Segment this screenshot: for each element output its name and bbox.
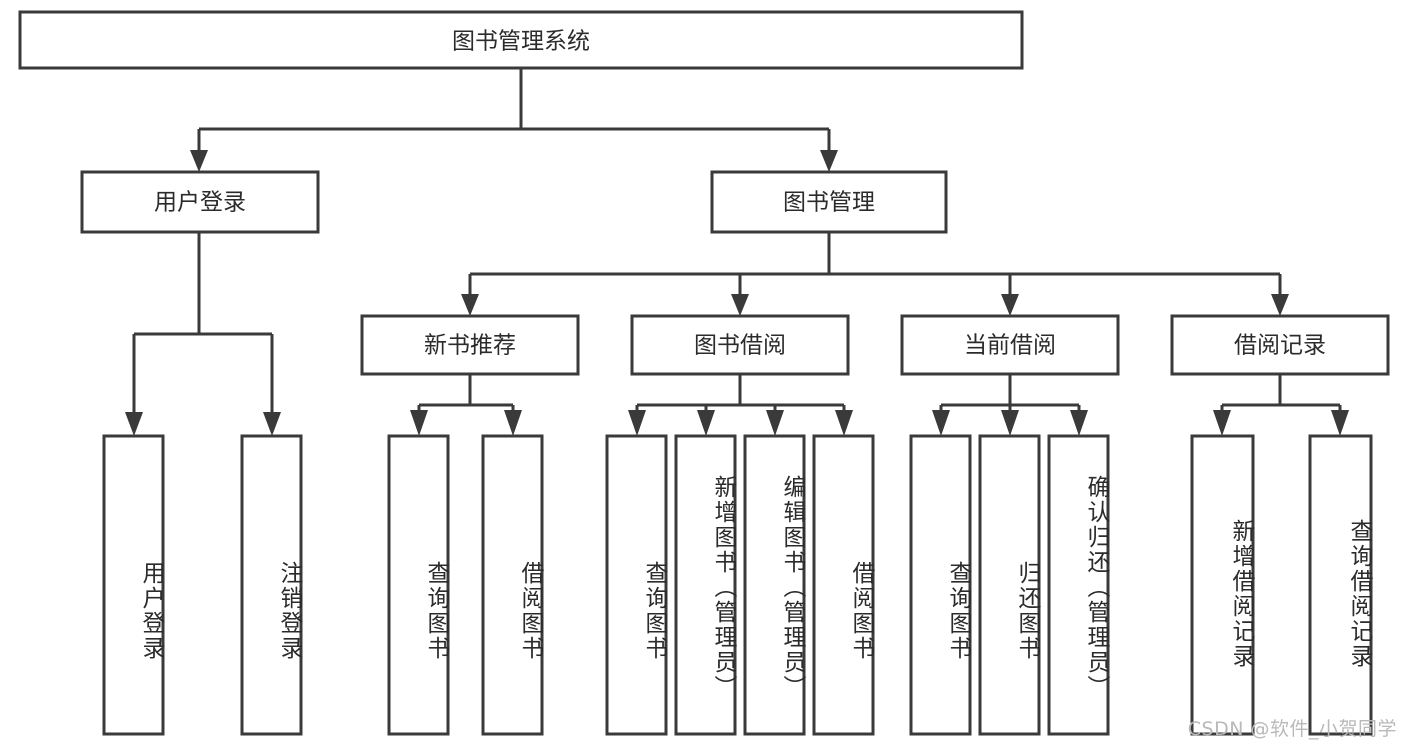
leaf-label-cb-2: 归还图书 [1014,561,1040,661]
leaf-box-br-1[interactable] [1190,434,1255,736]
leaf-box-cb-3[interactable] [1047,434,1110,736]
node-root-label: 图书管理系统 [452,29,590,55]
node-borrow-record[interactable]: 借阅记录 [1170,314,1390,376]
arrow-to-leaf-cb-3 [1070,410,1088,436]
node-book-manage[interactable]: 图书管理 [710,170,948,234]
leaf-box-user-login-1[interactable] [102,434,165,736]
node-book-borrow[interactable]: 图书借阅 [630,314,850,376]
node-root[interactable]: 图书管理系统 [18,10,1024,70]
node-user-login-label: 用户登录 [154,190,246,216]
arrow-to-leaf-bb-3 [766,410,784,436]
arrow-to-user-login [190,150,208,172]
leaf-box-bb-2[interactable] [674,434,737,736]
leaf-label-bb-2: 新增图书（管理员） [710,474,736,700]
arrow-to-current-borrow [1001,294,1019,316]
node-book-borrow-box [630,314,850,376]
leaf-label-br-1: 新增借阅记录 [1228,518,1254,669]
arrow-to-leaf-user-login-1 [125,412,143,436]
leaf-box-nbr-2[interactable] [481,434,544,736]
arrow-to-leaf-nbr-1 [410,410,428,436]
arrow-to-book-manage [820,150,838,172]
node-book-manage-label: 图书管理 [783,190,875,216]
arrow-to-leaf-bb-2 [697,410,715,436]
leaf-box-cb-2[interactable] [978,434,1041,736]
node-current-borrow-box [900,314,1120,376]
leaf-box-user-login-2[interactable] [240,434,303,736]
leaf-label-cb-3: 确认归还（管理员） [1083,474,1109,700]
arrow-to-leaf-nbr-2 [504,410,522,436]
arrow-to-leaf-bb-1 [628,410,646,436]
node-current-borrow[interactable]: 当前借阅 [900,314,1120,376]
node-borrow-record-label: 借阅记录 [1234,333,1326,359]
leaf-box-bb-4[interactable] [812,434,875,736]
arrow-to-borrow-record [1271,294,1289,316]
node-book-borrow-label: 图书借阅 [694,333,786,359]
arrow-to-leaf-bb-4 [835,410,853,436]
node-new-book-recommend-box [360,314,580,376]
leaf-label-br-2: 查询借阅记录 [1346,518,1372,669]
leaf-box-br-2[interactable] [1308,434,1373,736]
leaf-label-bb-4: 借阅图书 [848,561,874,661]
arrow-to-leaf-br-1 [1213,410,1231,436]
node-user-login[interactable]: 用户登录 [80,170,320,234]
arrow-to-leaf-cb-1 [932,410,950,436]
leaf-box-bb-1[interactable] [605,434,668,736]
leaf-label-nbr-2: 借阅图书 [517,561,543,661]
leaf-label-user-login-2: 注销登录 [276,561,302,661]
leaf-box-nbr-1[interactable] [387,434,450,736]
node-new-book-recommend-label: 新书推荐 [424,333,516,359]
leaf-label-bb-1: 查询图书 [641,561,667,661]
csdn-watermark: CSDN @软件_小贺同学 [1187,718,1397,740]
arrow-to-leaf-user-login-2 [263,412,281,436]
arrow-to-book-borrow [731,294,749,316]
arrow-to-leaf-br-2 [1331,410,1349,436]
leaf-label-nbr-1: 查询图书 [423,561,449,661]
leaf-label-cb-1: 查询图书 [945,561,971,661]
node-current-borrow-label: 当前借阅 [964,333,1056,359]
arrow-to-leaf-cb-2 [1001,410,1019,436]
leaf-box-cb-1[interactable] [909,434,972,736]
arrow-to-new-book-recommend [461,294,479,316]
leaf-label-user-login-1: 用户登录 [138,561,164,661]
node-root-box [18,10,1024,70]
node-new-book-recommend[interactable]: 新书推荐 [360,314,580,376]
leaf-box-bb-3[interactable] [743,434,806,736]
leaf-label-bb-3: 编辑图书（管理员） [779,474,805,700]
